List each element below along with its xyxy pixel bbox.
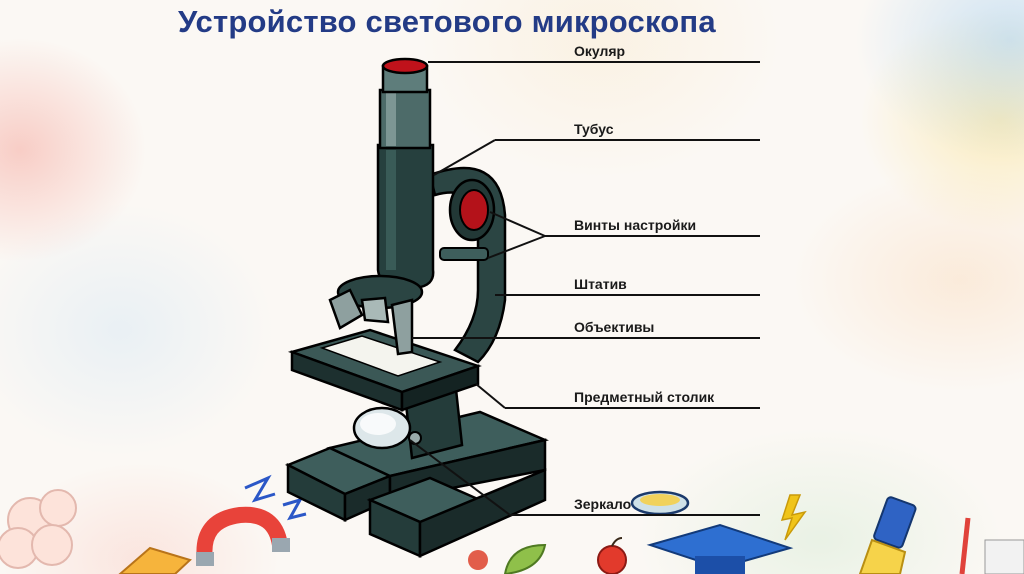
stage — [287, 328, 482, 412]
label-mirror: Зеркало — [574, 496, 632, 512]
tube — [376, 143, 435, 290]
label-adjust-screws: Винты настройки — [574, 217, 697, 233]
leader-screw-upper — [489, 211, 546, 237]
label-tube: Тубус — [574, 121, 614, 137]
page-title: Устройство светового микроскопа — [178, 4, 716, 39]
pencil-icon — [118, 546, 192, 574]
leader-tube-diag — [433, 139, 496, 176]
cloud-icon — [0, 489, 77, 569]
magnet-icon — [196, 506, 290, 566]
flask-icon — [858, 496, 1024, 574]
apple-icon — [468, 537, 627, 574]
lightning-icon — [244, 474, 807, 541]
label-objectives: Объективы — [574, 319, 655, 335]
leader-stage-diag — [475, 383, 506, 409]
microscope — [284, 57, 549, 558]
eyepiece — [378, 57, 432, 150]
petri-dish-icon — [630, 490, 690, 516]
label-eyepiece: Окуляр — [574, 43, 626, 59]
label-stage: Предметный столик — [574, 389, 715, 405]
objectives — [328, 274, 424, 356]
leader-mirror-diag — [409, 439, 511, 516]
adjust-knob — [439, 178, 496, 261]
label-stand: Штатив — [574, 276, 627, 292]
leader-screw-lower — [487, 235, 546, 259]
graduation-cap-icon — [646, 523, 794, 574]
leaf-icon — [503, 543, 547, 574]
